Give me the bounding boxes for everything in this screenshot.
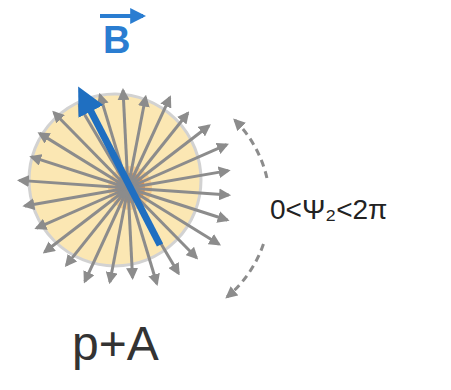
flow-arrow bbox=[37, 188, 128, 228]
field-symbol: B bbox=[103, 20, 130, 62]
flow-arrow bbox=[25, 188, 128, 206]
field-arrow bbox=[82, 94, 160, 245]
system-label: p+A bbox=[72, 318, 159, 371]
flow-arrow bbox=[128, 97, 146, 188]
angle-arc bbox=[227, 244, 263, 297]
flow-arrow bbox=[110, 188, 128, 282]
angle-arc bbox=[235, 120, 267, 178]
flow-arrow bbox=[128, 171, 228, 188]
flow-arrow bbox=[128, 145, 227, 188]
vector-mark bbox=[100, 14, 143, 18]
flow-arrow bbox=[128, 188, 133, 278]
flow-arrows bbox=[19, 90, 228, 283]
angle-range: 0<Ψ₂<2π bbox=[270, 195, 387, 226]
